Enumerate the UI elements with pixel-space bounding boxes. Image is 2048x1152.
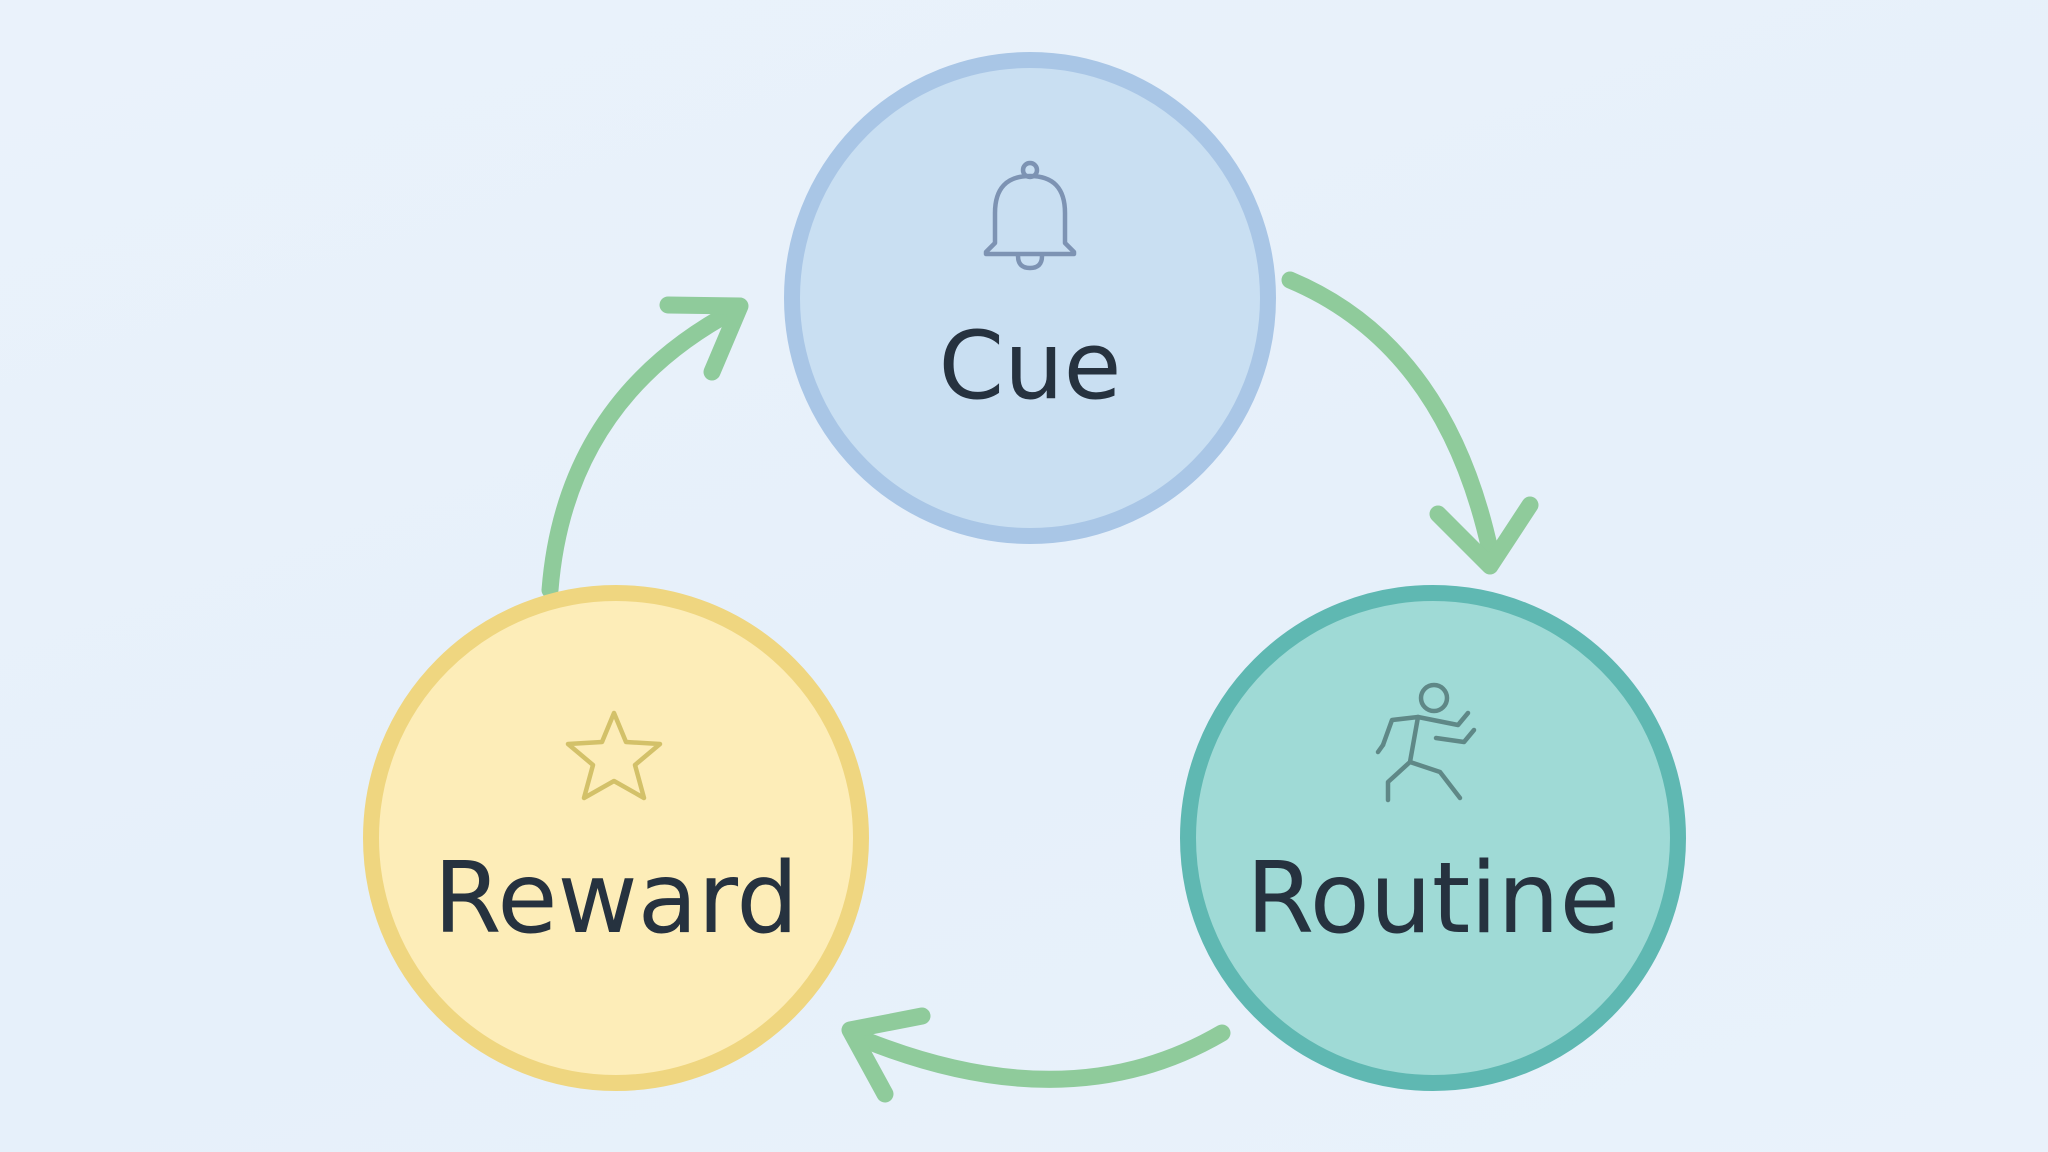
reward-circle <box>363 585 869 1091</box>
running-person-icon <box>1375 682 1477 803</box>
arrow-reward-to-cue <box>541 296 749 599</box>
routine-circle <box>1180 585 1686 1091</box>
arrow-routine-to-reward <box>841 1007 1231 1103</box>
cue-label: Cue <box>938 312 1121 421</box>
bell-icon <box>983 160 1077 271</box>
node-routine: Routine <box>1180 585 1686 1091</box>
node-cue: Cue <box>784 52 1276 544</box>
reward-label: Reward <box>434 842 799 956</box>
arrow-cue-to-routine <box>1281 271 1539 575</box>
star-icon <box>565 710 663 801</box>
routine-label: Routine <box>1246 842 1620 956</box>
node-reward: Reward <box>363 585 869 1091</box>
cue-circle <box>784 52 1276 544</box>
